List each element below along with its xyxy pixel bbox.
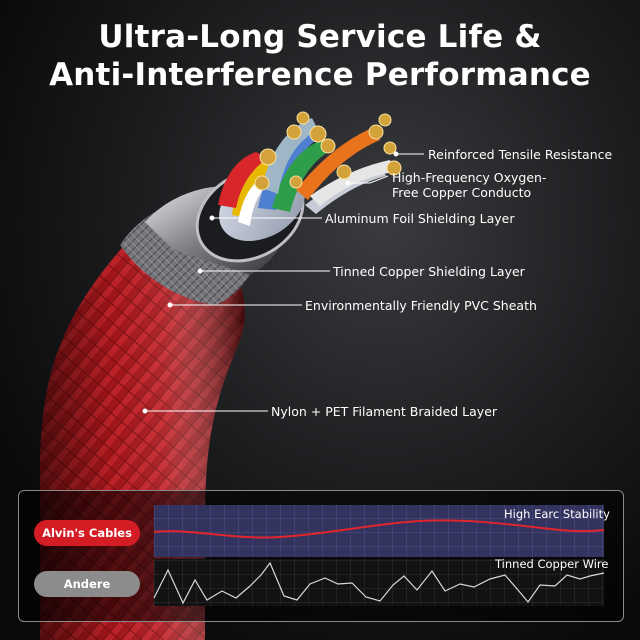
callout-pvc-sheath: Environmentally Friendly PVC Sheath: [305, 298, 537, 313]
callout-tinned-copper-shield: Tinned Copper Shielding Layer: [333, 264, 525, 279]
unstable-signal-graph: [153, 559, 605, 606]
callout-aluminum-foil: Aluminum Foil Shielding Layer: [325, 211, 515, 226]
callout-oxygen-free-copper: High-Frequency Oxygen-Free Copper Conduc…: [392, 170, 547, 200]
copper-strand-tips: [254, 111, 402, 191]
headline-line-2: Anti-Interference Performance: [49, 57, 591, 93]
bottom-graph-label: Tinned Copper Wire: [495, 557, 609, 571]
headline: Ultra-Long Service Life & Anti-Interfere…: [0, 18, 640, 94]
callout-nylon-pet-braid: Nylon + PET Filament Braided Layer: [271, 404, 498, 419]
stable-signal-graph: [153, 505, 605, 557]
top-graph-label: High Earc Stability: [504, 507, 610, 521]
callout-leaders: [142, 151, 424, 414]
callout-tensile-resistance: Reinforced Tensile Resistance: [428, 147, 613, 162]
brand-cable-badge: Alvin's Cables: [34, 520, 140, 546]
headline-line-1: Ultra-Long Service Life &: [98, 19, 542, 55]
other-cable-badge: Andere: [34, 571, 140, 597]
inner-conductors: [218, 118, 394, 226]
